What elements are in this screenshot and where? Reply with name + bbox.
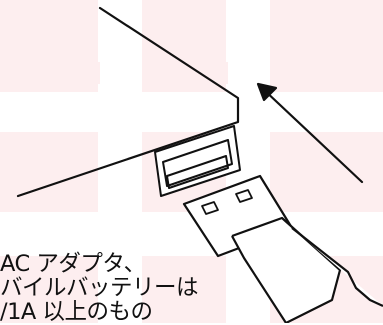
usb-port <box>154 125 241 197</box>
caption-line-3: /1A 以上のもの <box>0 299 153 325</box>
usb-cable-plug <box>182 174 383 323</box>
device-edge <box>16 6 240 198</box>
caption-line-1: AC アダプタ、 <box>0 251 146 277</box>
caption-text: AC アダプタ、 バイルバッテリーは /1A 以上のもの <box>0 252 260 324</box>
device-outline <box>16 6 240 198</box>
caption-line-2: バイルバッテリーは <box>0 275 199 301</box>
insert-arrow <box>256 82 364 184</box>
